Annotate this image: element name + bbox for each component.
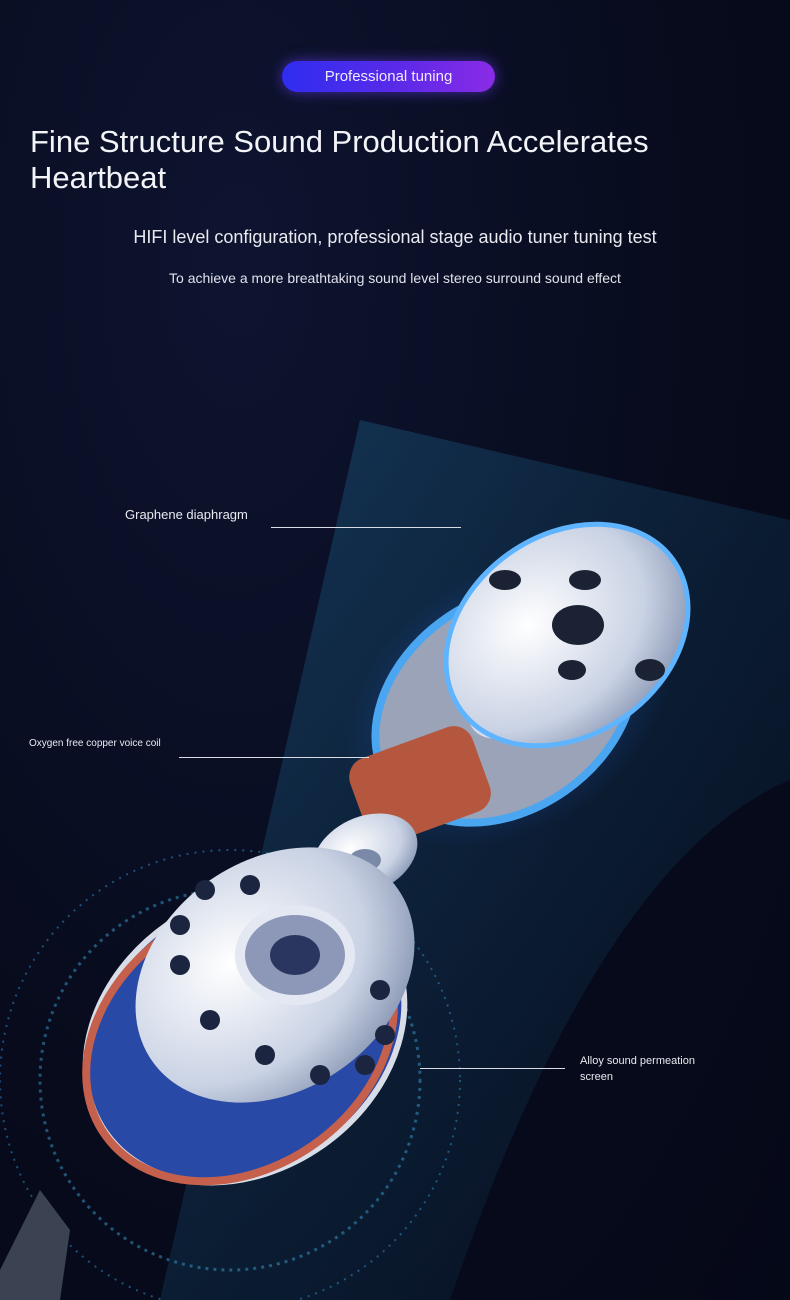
callout-graphene-diaphragm: Graphene diaphragm [125,507,248,522]
callout-line [179,757,369,758]
page-title: Fine Structure Sound Production Accelera… [30,124,649,195]
professional-tuning-badge: Professional tuning [282,61,495,92]
description: To achieve a more breathtaking sound lev… [169,270,621,286]
callout-alloy-screen: Alloy sound permeation screen [580,1055,695,1083]
callout-line [420,1068,565,1069]
callout-voice-coil: Oxygen free copper voice coil [29,738,161,749]
subtitle: HIFI level configuration, professional s… [133,227,657,247]
callout-line [271,527,461,528]
